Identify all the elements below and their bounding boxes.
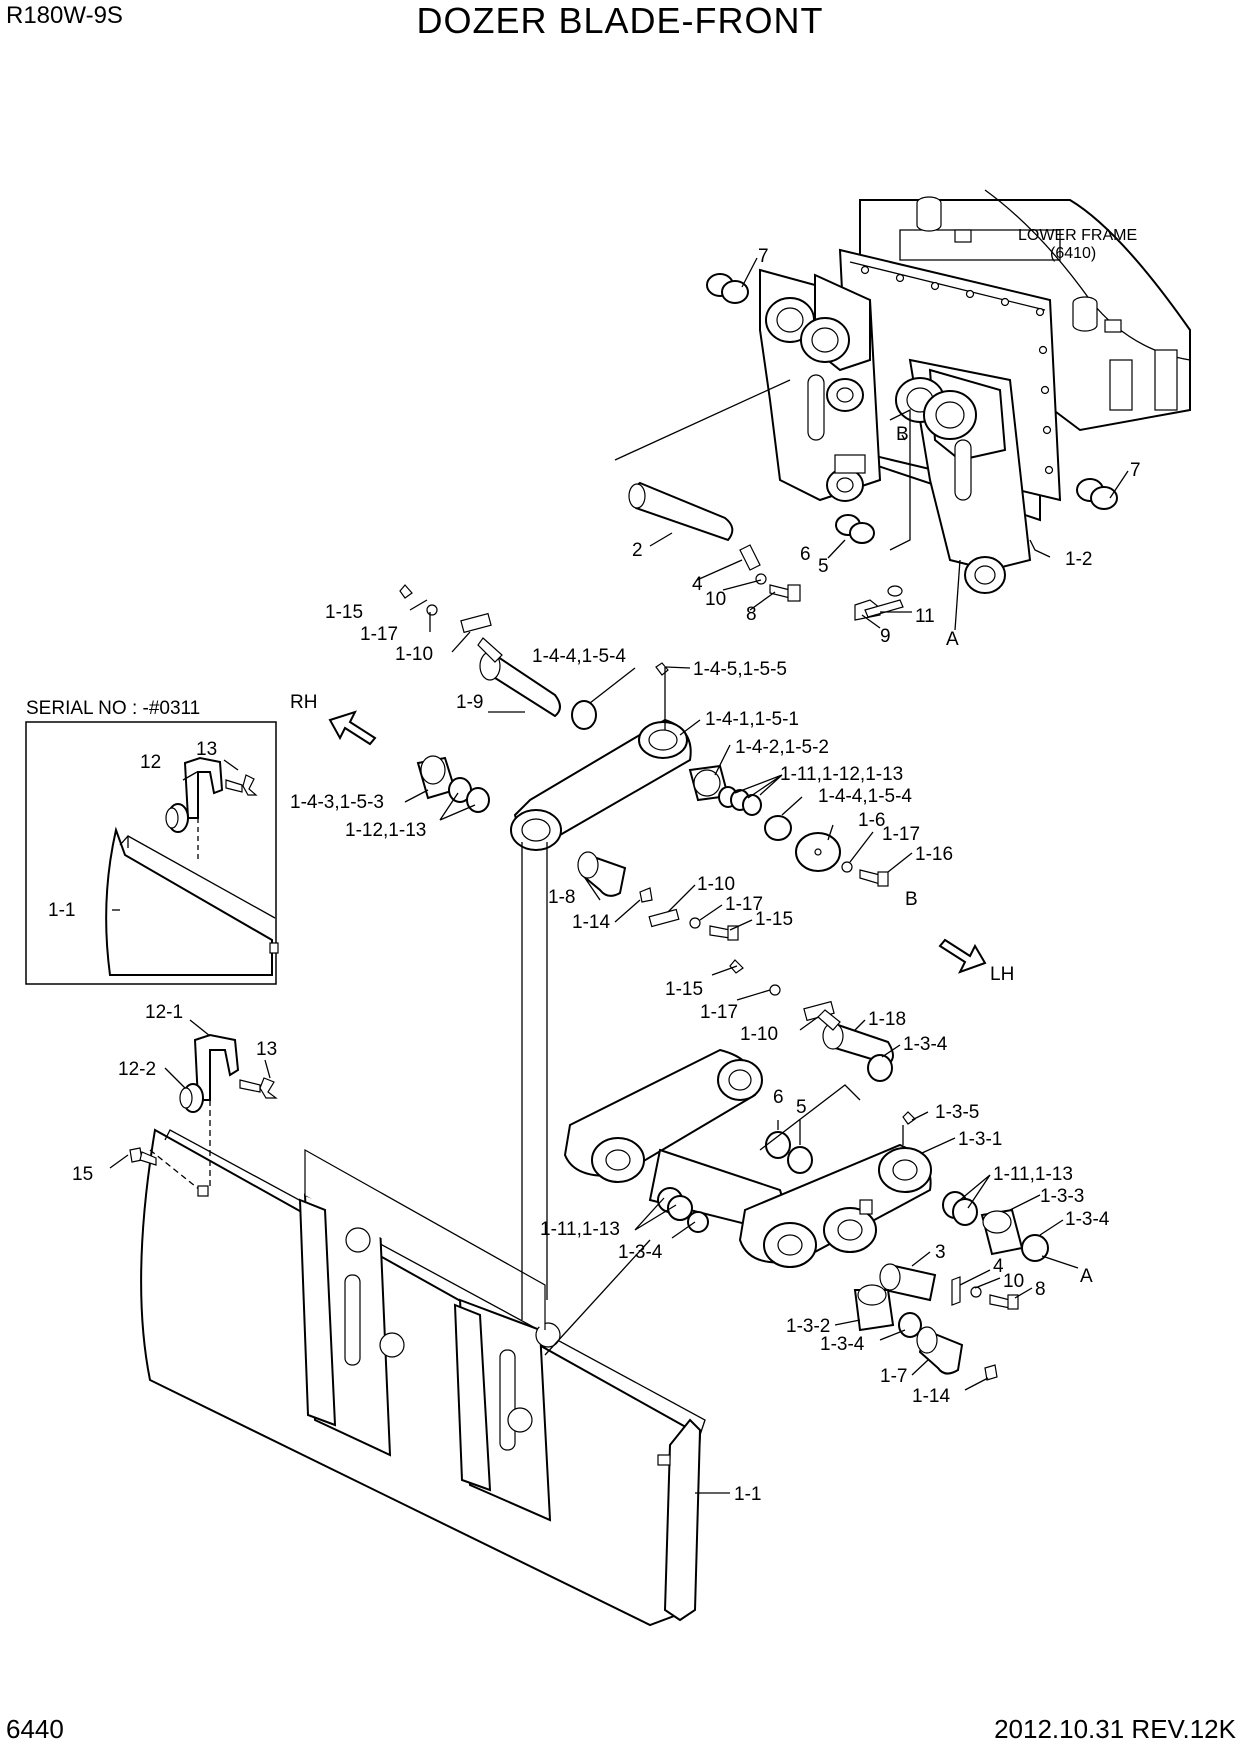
callout: 1-3-2 xyxy=(786,1316,830,1337)
callout: 1-1 xyxy=(734,1484,761,1505)
callout: 1-10 xyxy=(740,1024,778,1045)
callout: 1-10 xyxy=(395,644,433,665)
callout: 1-4-4,1-5-4 xyxy=(818,786,912,807)
direction-arrows xyxy=(328,710,987,974)
callout: 15 xyxy=(72,1164,93,1185)
callout: 1-3-3 xyxy=(1040,1186,1084,1207)
model-number: R180W-9S xyxy=(6,2,123,29)
dozer-blade-drawing xyxy=(140,1128,706,1627)
callout: 1-8 xyxy=(548,887,575,908)
callout: 1-3-4 xyxy=(1065,1209,1110,1230)
frame-pins-and-washers xyxy=(628,273,1118,621)
revision-date: 2012.10.31 REV.12K xyxy=(994,1714,1236,1744)
callout: 1-3-1 xyxy=(958,1129,1002,1150)
callout: 2 xyxy=(632,540,643,561)
callout: 8 xyxy=(1035,1279,1046,1300)
lh-label: LH xyxy=(990,964,1014,985)
callout: 1-11,1-13 xyxy=(993,1164,1073,1185)
callout: 11 xyxy=(915,606,935,627)
callout: 1-15 xyxy=(755,909,793,930)
callout: 10 xyxy=(705,589,726,610)
callout: 1-4-5,1-5-5 xyxy=(693,659,787,680)
callout: 12 xyxy=(140,752,161,773)
callout: 1-3-4 xyxy=(618,1242,663,1263)
callout: 1-12,1-13 xyxy=(345,820,426,841)
callout: 1-14 xyxy=(912,1386,950,1407)
callout: 1-17 xyxy=(725,894,763,915)
inset-caption: SERIAL NO : -#0311 xyxy=(26,698,200,719)
callout: 10 xyxy=(1003,1271,1024,1292)
callout: 7 xyxy=(758,246,769,267)
lower-frame-number: (6410) xyxy=(1050,245,1096,262)
lower-link-assembly xyxy=(563,959,1049,1381)
callout: 6 xyxy=(773,1087,784,1108)
part-callouts: 7 7 B 2 6 5 1-2 4 10 8 11 9 A 1-15 1-17 … xyxy=(48,246,1141,1505)
callout: 1-4-2,1-5-2 xyxy=(735,737,829,758)
callout: 13 xyxy=(256,1039,277,1060)
callout: 6 xyxy=(800,544,811,565)
callout: 1-3-4 xyxy=(903,1034,948,1055)
callout: 1-17 xyxy=(360,624,398,645)
callout: 1-11,1-13 xyxy=(540,1219,620,1240)
callout: 1-17 xyxy=(700,1002,738,1023)
callout: B xyxy=(896,424,909,445)
page-title: DOZER BLADE-FRONT xyxy=(416,0,824,41)
reference-labels: LOWER FRAME (6410) RH LH SERIAL NO : -#0… xyxy=(26,227,1137,985)
callout: 1-14 xyxy=(572,912,610,933)
callout: A xyxy=(946,629,959,650)
leader-lines xyxy=(109,257,1129,1494)
rh-arrow xyxy=(328,710,377,746)
callout: B xyxy=(905,889,918,910)
callout: 12-2 xyxy=(118,1059,156,1080)
callout: 3 xyxy=(935,1242,946,1263)
callout: 5 xyxy=(796,1097,807,1118)
callout: 5 xyxy=(818,556,829,577)
callout: 1-2 xyxy=(1065,549,1092,570)
callout: 1-9 xyxy=(456,692,483,713)
lh-arrow xyxy=(938,938,987,974)
callout: 1-3-4 xyxy=(820,1334,865,1355)
callout: 1-1 xyxy=(48,900,75,921)
callout: 4 xyxy=(993,1256,1004,1277)
callout: 1-3-5 xyxy=(935,1102,979,1123)
lower-frame-drawing xyxy=(759,189,1191,594)
callout: 1-7 xyxy=(880,1366,907,1387)
callout: 7 xyxy=(1130,460,1141,481)
callout: 1-4-3,1-5-3 xyxy=(290,792,384,813)
callout: 13 xyxy=(196,739,217,760)
rh-label: RH xyxy=(290,692,317,713)
upper-link-assembly xyxy=(399,584,889,941)
callout: 1-17 xyxy=(882,824,920,845)
callout: 1-16 xyxy=(915,844,953,865)
callout: 1-18 xyxy=(868,1009,906,1030)
callout: 8 xyxy=(746,604,757,625)
callout: 12-1 xyxy=(145,1002,183,1023)
callout: 1-6 xyxy=(858,810,885,831)
callout: 1-11,1-12,1-13 xyxy=(780,764,903,785)
lower-frame-label: LOWER FRAME xyxy=(1018,227,1137,244)
callout: 1-10 xyxy=(697,874,735,895)
callout: 1-4-1,1-5-1 xyxy=(705,709,799,730)
serial-inset xyxy=(25,721,279,985)
callout: 9 xyxy=(880,626,891,647)
page-number: 6440 xyxy=(6,1714,64,1744)
callout: A xyxy=(1080,1266,1093,1287)
hook-handle-main xyxy=(129,1033,278,1190)
callout: 1-4-4,1-5-4 xyxy=(532,646,626,667)
callout: 1-15 xyxy=(665,979,703,1000)
callout: 1-15 xyxy=(325,602,363,623)
callout: 4 xyxy=(692,574,703,595)
